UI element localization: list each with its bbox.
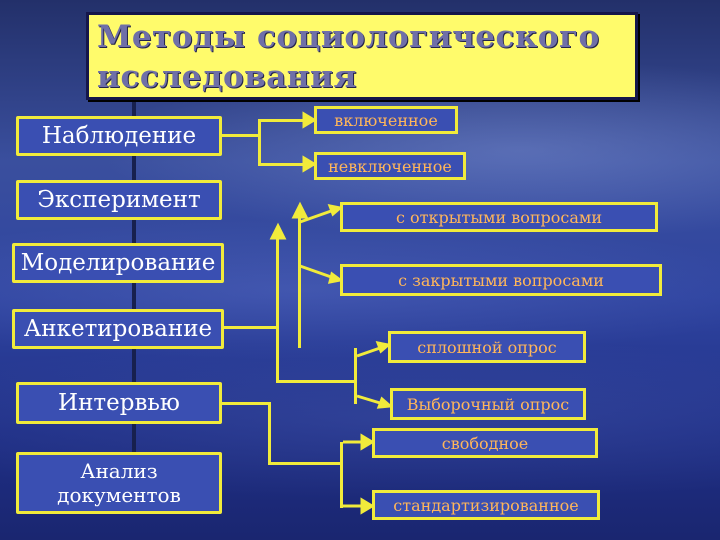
subtype-continuous-survey: сплошной опрос [388,331,586,363]
arrowhead [360,497,375,515]
method-document-analysis: Анализ документов [16,452,222,514]
connector-line [268,402,271,464]
arrowhead [269,222,287,240]
connector-line [224,326,278,329]
arrow-line [299,264,335,280]
connector-line [354,348,357,404]
connector-line [222,134,260,137]
connector-line [268,462,342,465]
subtype-standardized-interview: стандартизированное [372,490,600,520]
method-modeling: Моделирование [12,243,224,283]
arrowhead [376,396,394,409]
connector-line [298,216,301,348]
subtype-closed-questions: с закрытыми вопросами [340,264,662,296]
subtype-sample-survey: Выборочный опрос [390,388,586,420]
connector-line [258,119,315,122]
arrowhead [360,433,375,451]
connector-line [258,119,261,166]
connector-line [276,380,356,383]
arrowhead [302,155,317,173]
method-experiment: Эксперимент [16,180,222,220]
arrowhead [302,111,317,129]
arrowhead [291,201,309,219]
connector-line [222,402,270,405]
subtype-open-questions: с открытыми вопросами [340,202,658,232]
connector-line [276,236,279,382]
arrow-line [299,208,335,224]
method-questionnaire: Анкетирование [12,309,224,349]
arrow-line [356,394,381,405]
arrowhead [327,203,344,217]
arrow-line [356,346,381,358]
method-interview: Интервью [16,382,222,424]
subtype-free-interview: свободное [372,428,598,458]
page-title: Методы социологического исследования [86,12,638,100]
connector-line [258,163,314,166]
arrowhead [375,340,392,354]
arrowhead [327,271,344,284]
connector-line [340,442,343,508]
subtype-included: включенное [314,106,458,134]
subtype-non-included: невключенное [314,152,466,180]
method-observation: Наблюдение [16,116,222,156]
